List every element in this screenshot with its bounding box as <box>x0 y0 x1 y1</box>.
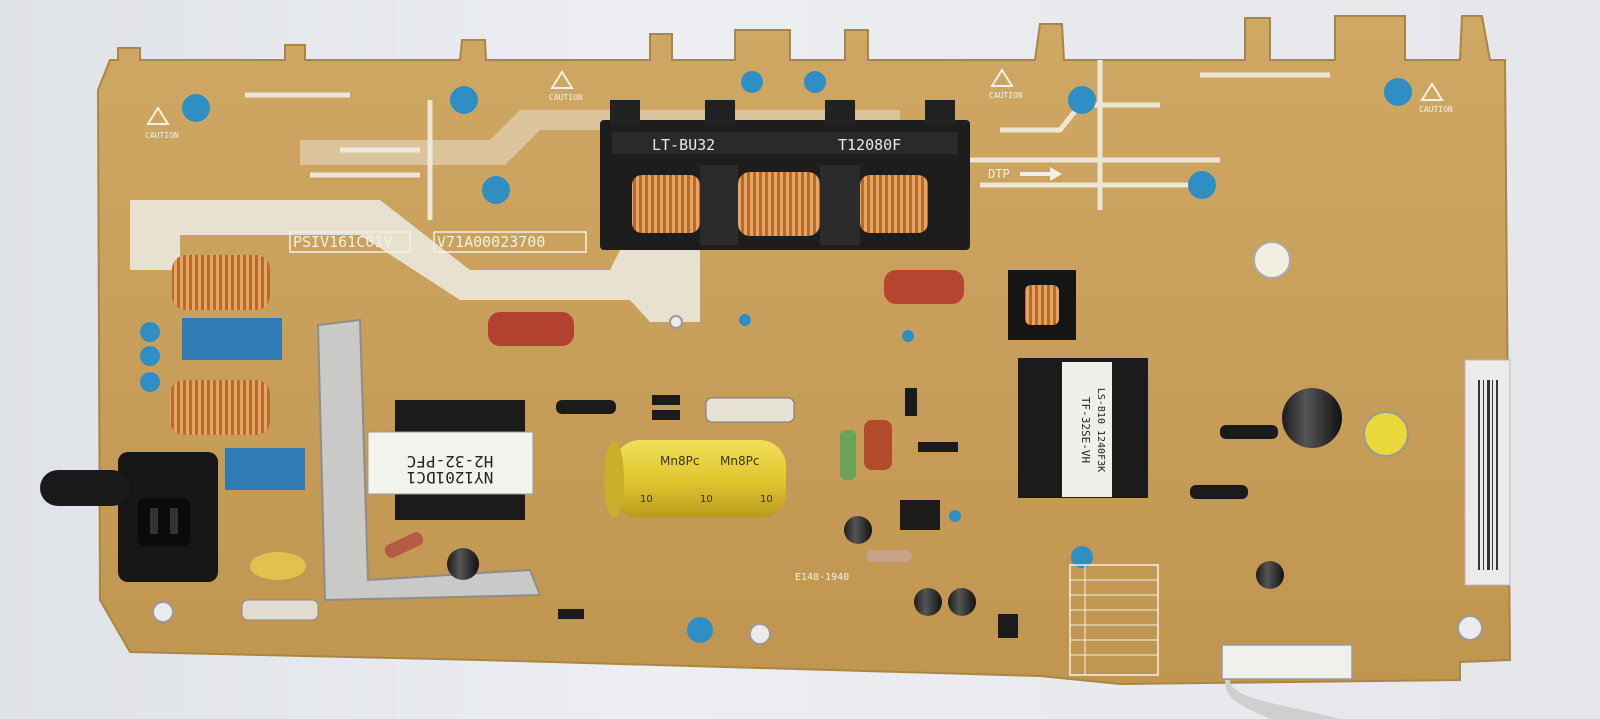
svg-text:10: 10 <box>640 494 653 505</box>
transformer-right-label: T12080F <box>838 136 901 154</box>
ul-marking: E148-1940 <box>795 572 849 583</box>
svg-text:CAUTION: CAUTION <box>549 93 583 102</box>
svg-text:CAUTION: CAUTION <box>989 91 1023 100</box>
fuse <box>705 397 795 423</box>
aluminum-heatsink <box>316 318 542 602</box>
standby-label-line2: LS-B10 1240F3K <box>1095 388 1106 472</box>
svg-text:Mn8Pc: Mn8Pc <box>720 454 759 468</box>
svg-text:Mn8Pc: Mn8Pc <box>660 454 699 468</box>
input-choke-coils <box>170 255 305 490</box>
pfc-label-line2: NY1201DC1 <box>407 468 494 487</box>
standby-label-line1: TF-32SE-VH <box>1079 397 1092 463</box>
main-transformer: LT-BU32 T12080F <box>600 100 970 250</box>
bulk-capacitor: Mn8Pc Mn8Pc 10 10 10 <box>604 440 786 518</box>
svg-text:10: 10 <box>760 494 773 505</box>
part-number-label: PSIV161C01V <box>293 233 392 251</box>
svg-text:CAUTION: CAUTION <box>145 131 179 140</box>
output-connector <box>1221 644 1353 719</box>
film-capacitors <box>488 270 964 480</box>
svg-text:CAUTION: CAUTION <box>1419 105 1453 114</box>
transformer-left-label: LT-BU32 <box>652 136 715 154</box>
y-capacitors <box>140 71 1412 643</box>
serial-label: V71A00023700 <box>437 233 545 251</box>
standby-transformer: TF-32SE-VH LS-B10 1240F3K <box>1008 270 1148 498</box>
caution-marking: CAUTION CAUTION CAUTION CAUTION <box>145 68 1453 140</box>
ac-power-inlet <box>40 452 218 582</box>
svg-text:10: 10 <box>700 494 713 505</box>
pfc-label-line1: H2-32-PFC <box>407 452 494 471</box>
pfc-inductor: H2-32-PFC NY1201DC1 <box>367 400 534 520</box>
electrolytic-capacitors <box>447 241 1409 616</box>
arrow-label: DTP <box>988 167 1010 181</box>
